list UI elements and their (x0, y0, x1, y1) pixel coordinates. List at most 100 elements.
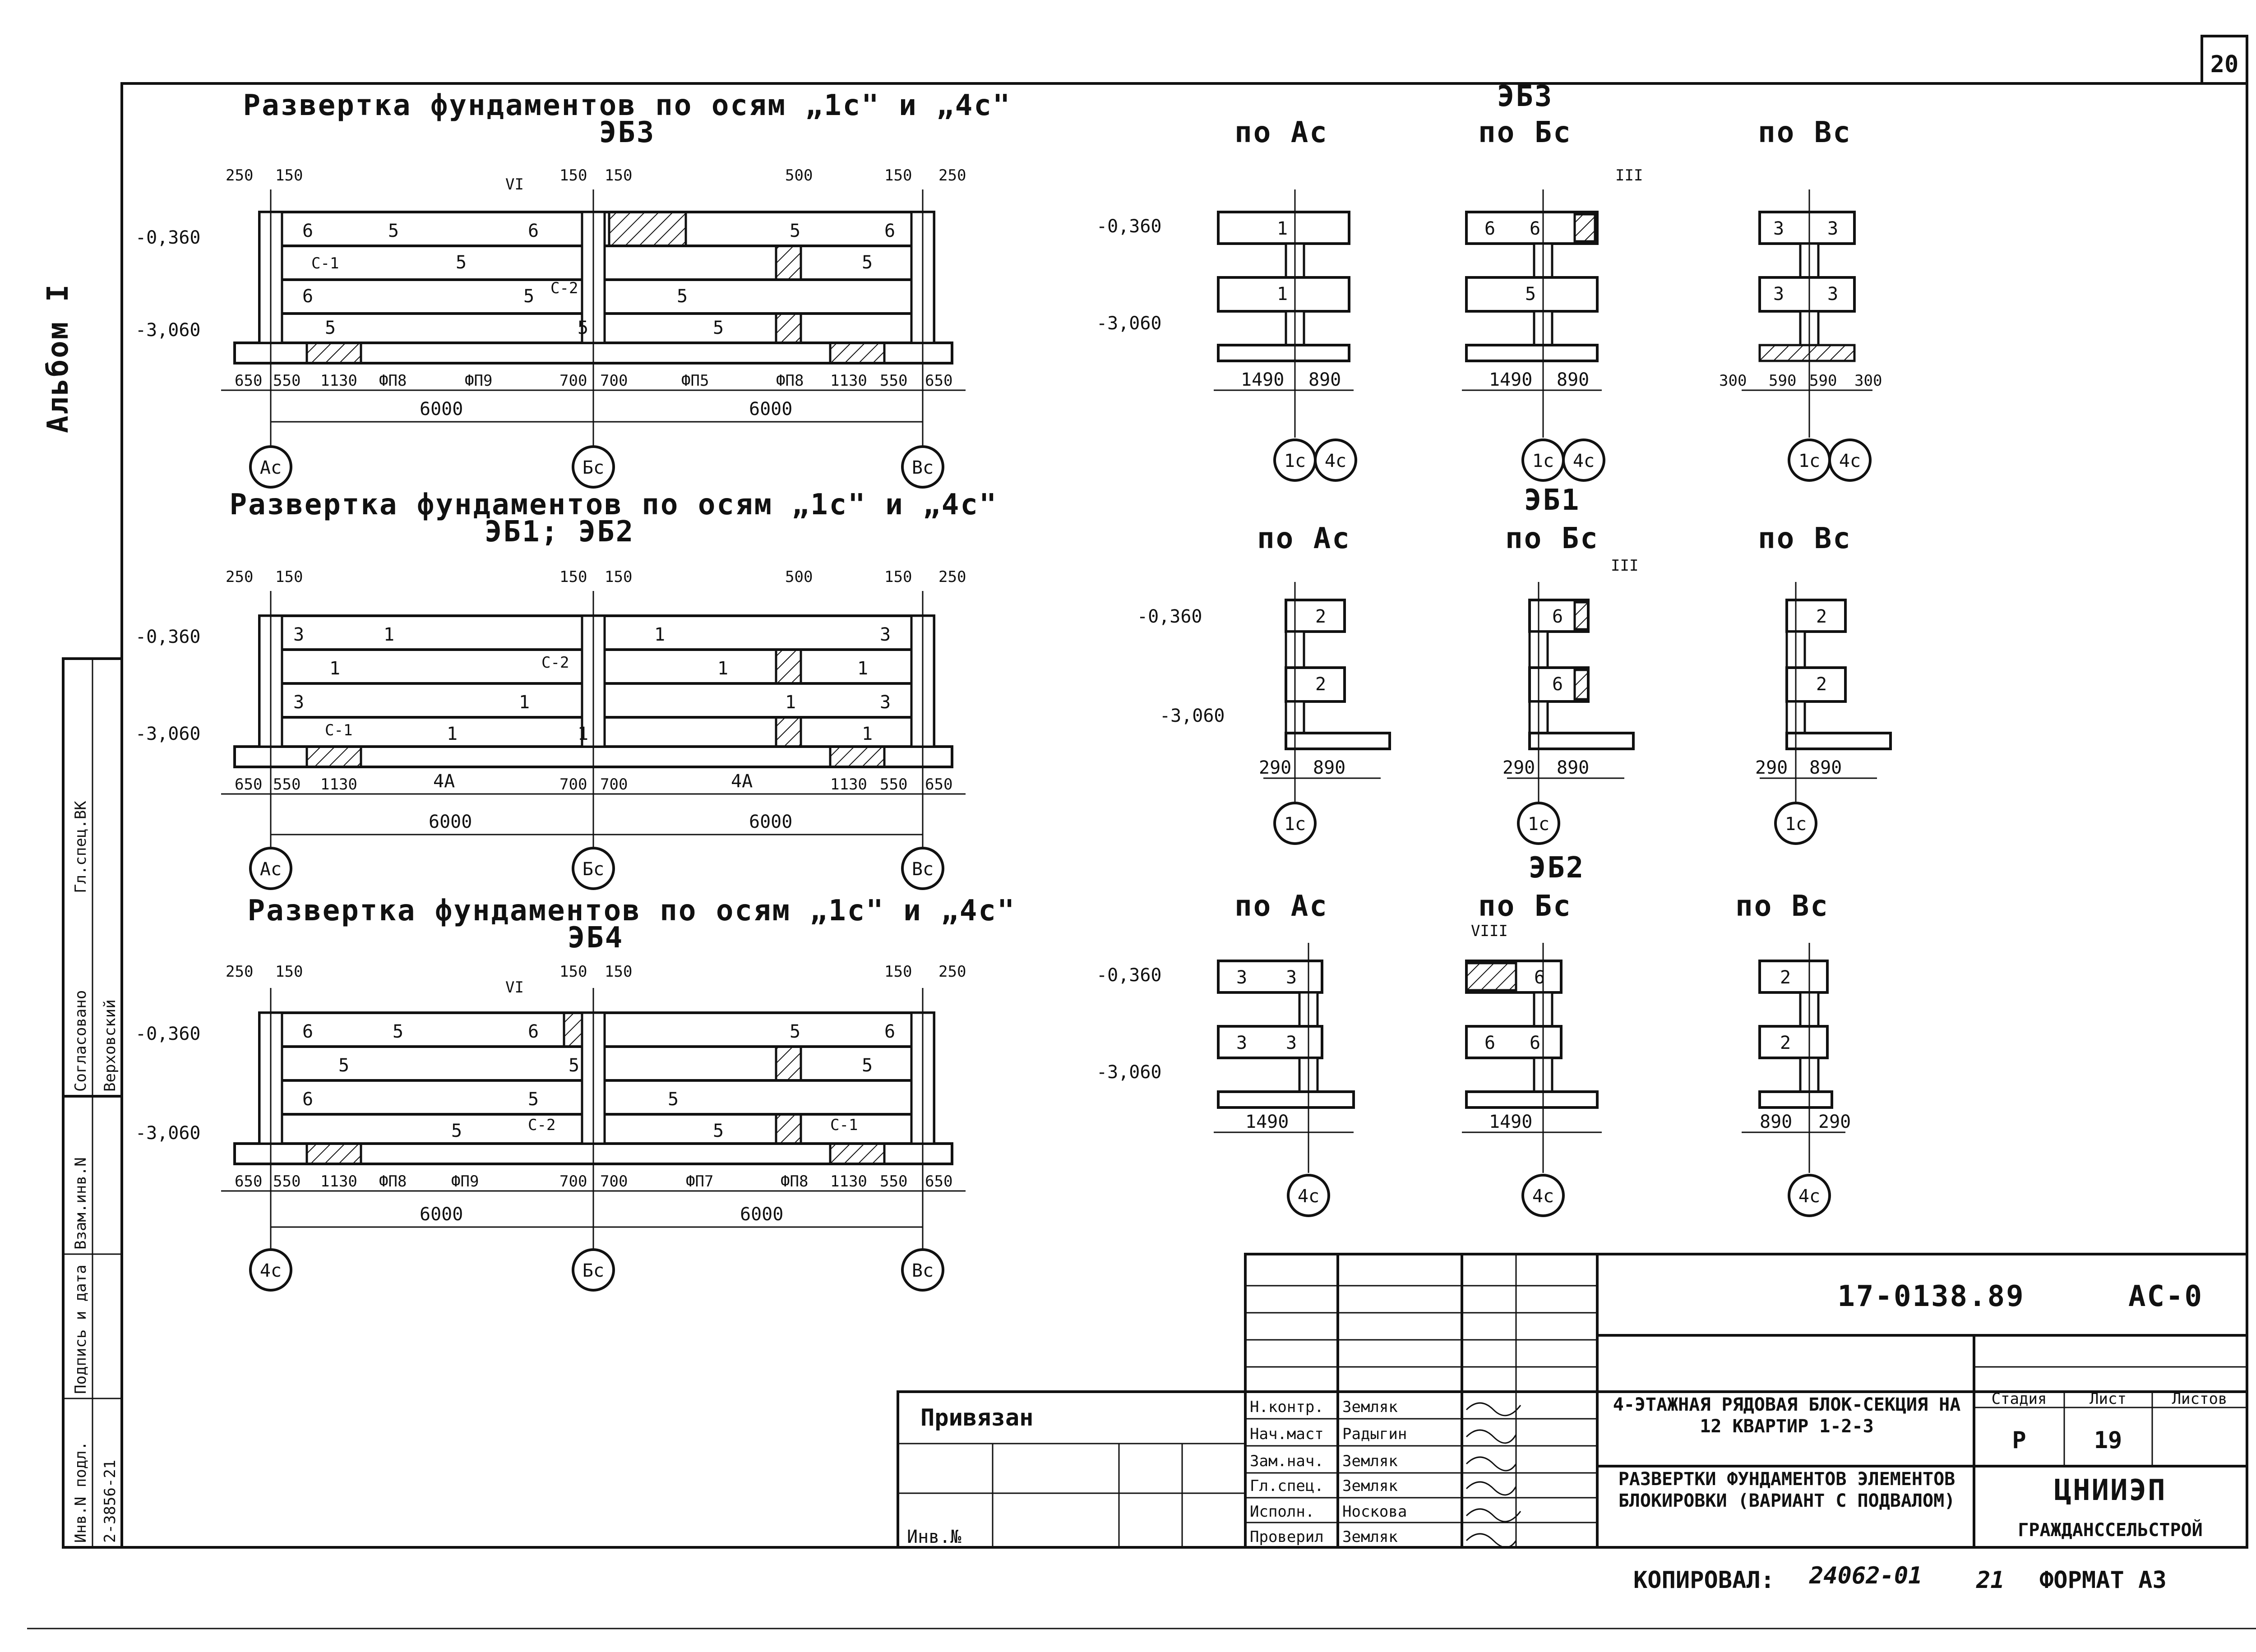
block-label: С-2 (528, 1116, 555, 1134)
foundation-layout-3: Развертка фундаментов по осям „1с" и „4с… (135, 894, 1014, 1292)
block-label: 6 (1530, 218, 1540, 239)
block-label: 5 (668, 1089, 679, 1110)
block-label: 6 (302, 1021, 313, 1042)
block-label: 5 (790, 1021, 800, 1042)
block-label: 3 (1827, 284, 1838, 305)
axis-bubble: 4с (1325, 451, 1346, 471)
level-bottom: -3,060 (1096, 313, 1162, 334)
dim-label: 700 (559, 372, 587, 390)
axis-bubble: 4с (1839, 451, 1861, 471)
detail-col-label: по Ас (1234, 116, 1328, 149)
level-bottom: -3,060 (135, 724, 201, 744)
block-label: 1 (578, 724, 588, 744)
layout-subtitle: ЭБ3 (599, 116, 656, 149)
project-title: 4-этажная рядовая блок-секция на 12 квар… (1613, 1394, 1961, 1437)
axis-bubble: Ас (260, 457, 282, 478)
layout-subtitle: ЭБ1; ЭБ2 (485, 515, 634, 549)
signature-marks (1465, 1402, 1521, 1548)
block-label: 6 (1484, 1033, 1495, 1053)
dim-label: 590 (1809, 372, 1837, 390)
name-label: Носкова (1342, 1503, 1407, 1521)
block-label: 3 (293, 624, 304, 645)
inv-label: Инв.№ (907, 1527, 961, 1547)
level-top: -0,360 (135, 627, 201, 647)
block-label: 2 (1315, 606, 1326, 627)
block-label: 1 (857, 658, 868, 679)
dim-label: 500 (785, 166, 813, 185)
block-label: 1 (519, 692, 530, 713)
dim-label: 700 (600, 372, 628, 390)
dim-label: 550 (880, 1172, 907, 1191)
dim-label: 150 (884, 963, 912, 981)
role-label: Исполн. (1250, 1503, 1314, 1521)
copied-label: Копировал: (1633, 1567, 1775, 1594)
dim-label: 890 (1809, 757, 1842, 778)
block-label: 1 (384, 624, 394, 645)
dim-label: 250 (226, 568, 253, 586)
dim-label: 590 (1769, 372, 1796, 390)
side-stamp-text: Гл.спец.ВК (72, 801, 90, 893)
detail-col-label: по Вс (1758, 522, 1852, 555)
dim-label: 250 (938, 166, 966, 185)
axis-bubble: 4с (260, 1260, 282, 1281)
dim-label: 700 (559, 1172, 587, 1191)
sheet-title: Развертки фундаментов элементов блокиров… (1618, 1469, 1956, 1511)
dim-label: 650 (235, 1172, 262, 1191)
block-label: 1 (1277, 284, 1288, 305)
copy-code: 24062-01 (1809, 1562, 1922, 1589)
block-label: 3 (880, 624, 891, 645)
detail-col-label: по Ас (1234, 890, 1328, 923)
block-label: С-1 (325, 721, 352, 739)
dim-label: 890 (1557, 369, 1589, 390)
dim-label: 550 (273, 372, 300, 390)
foundation-label: 4А (433, 771, 455, 792)
dim-label: 890 (1760, 1112, 1792, 1132)
axis-bubble: 1с (1798, 451, 1820, 471)
axis-bubble: Бс (582, 457, 604, 478)
block-label: С-1 (830, 1116, 858, 1134)
dim-label: 700 (600, 775, 628, 794)
block-label: 3 (880, 692, 891, 713)
block-label: С-1 (311, 254, 339, 272)
block-label: 6 (884, 221, 895, 241)
role-label: Нач.маст (1250, 1425, 1324, 1443)
block-label: 5 (677, 286, 688, 307)
block-label: 1 (447, 724, 458, 744)
dim-label: 250 (938, 963, 966, 981)
copy-line: Копировал: 24062-01 21 Формат А3 (1633, 1562, 2167, 1594)
dim-label: 650 (925, 775, 952, 794)
dim-label: 1130 (830, 1172, 867, 1191)
title-block: Привязан Инв.№ Н.контр. Нач.маст Зам.нач… (897, 1253, 2248, 1549)
block-label: 5 (451, 1121, 462, 1141)
foundation-label: ФП8 (379, 1172, 407, 1191)
block-label: 1 (654, 624, 665, 645)
dim-label: 290 (1818, 1112, 1851, 1132)
dim-label: 250 (938, 568, 966, 586)
axis-bubble: 4с (1532, 1186, 1554, 1207)
block-label: 2 (1315, 674, 1326, 695)
block-label: 2 (1780, 967, 1791, 988)
block-label: 1 (329, 658, 340, 679)
dim-label: 650 (925, 1172, 952, 1191)
dim-label: 550 (880, 372, 907, 390)
axis-bubble: Бс (582, 1260, 604, 1281)
block-label: 6 (302, 286, 313, 307)
block-label: 6 (302, 1089, 313, 1110)
layout-title: Развертка фундаментов по осям „1с" и „4с… (243, 89, 1012, 122)
axis-bubble: 1с (1785, 814, 1807, 835)
foundation-label: ФП9 (465, 372, 492, 390)
block-label: 1 (1277, 218, 1288, 239)
block-label: 1 (717, 658, 728, 679)
level-top: -0,360 (135, 1024, 201, 1044)
side-stamp-text: Согласовано (72, 990, 90, 1092)
dim-label: 890 (1557, 757, 1589, 778)
dim-label: 1490 (1241, 369, 1284, 390)
dim-label: 300 (1719, 372, 1747, 390)
dim-label: 1130 (320, 775, 357, 794)
dim-label: 550 (880, 775, 907, 794)
block-label: 5 (393, 1021, 403, 1042)
dim-label: 250 (226, 166, 253, 185)
level-bottom: -3,060 (135, 320, 201, 341)
dim-label: 550 (273, 775, 300, 794)
